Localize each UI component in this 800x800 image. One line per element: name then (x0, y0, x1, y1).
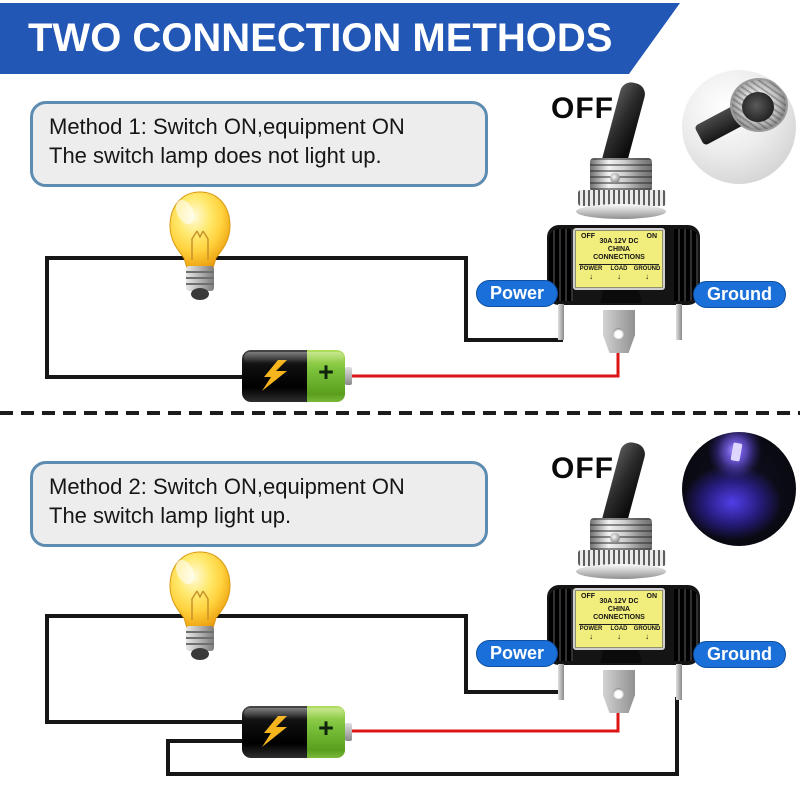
battery-positive-body (307, 706, 345, 758)
switch-neck-screw-dot (610, 533, 620, 543)
battery-terminal-nub (345, 367, 352, 385)
power-terminal-pin (558, 664, 564, 700)
switch-photo-inset (682, 70, 796, 184)
power-pill: Power (476, 640, 559, 667)
label-terminal-load: LOAD (610, 266, 628, 273)
bulb-filament (191, 590, 209, 620)
label-on-text: ON (646, 593, 658, 600)
wire-battery-positive-to-load-1 (346, 349, 620, 378)
label-terminal-ground: GROUND (633, 266, 661, 273)
label-rating-text: 30A 12V DC (599, 238, 639, 245)
method2-note-box: Method 2: Switch ON,equipment ON The swi… (30, 461, 488, 547)
load-terminal-hole (613, 688, 624, 699)
switch-mount-tab (600, 650, 642, 663)
down-arrow-icon: ↓ (617, 271, 621, 281)
battery-sheen (244, 352, 344, 363)
switch-label-frame: OFF ON 30A 12V DC CHINA CONNECTIONS POWE… (573, 588, 665, 650)
section-divider (0, 411, 800, 415)
header-banner: TWO CONNECTION METHODS (0, 3, 680, 74)
ground-terminal-pin (676, 664, 682, 700)
lightning-bolt-shape (262, 360, 287, 391)
battery-plus-sign: + (318, 713, 334, 743)
label-rating-text: 30A 12V DC (599, 598, 639, 605)
bulb-highlight (175, 559, 195, 585)
label-terminal-power: POWER (579, 626, 603, 633)
page-title: TWO CONNECTION METHODS (28, 16, 613, 60)
ground-pill: Ground (693, 281, 786, 308)
bulb-contact-tip (191, 648, 209, 660)
label-brand-line1: CHINA (607, 246, 631, 254)
label-divider-line (579, 264, 659, 266)
power-terminal-pin (558, 304, 564, 340)
toggle-switch: OFF ON 30A 12V DC CHINA CONNECTIONS POWE… (540, 78, 705, 360)
lightning-icon (262, 360, 287, 391)
power-pill: Power (476, 280, 559, 307)
switch-spec-label: OFF ON 30A 12V DC CHINA CONNECTIONS POWE… (575, 590, 663, 648)
method1-note-line1: Method 1: Switch ON,equipment ON (49, 114, 405, 139)
label-off-text: OFF (581, 593, 595, 600)
battery-icon: + (242, 706, 352, 758)
battery-positive-body (307, 350, 345, 402)
battery-plus-sign: + (318, 357, 334, 387)
label-terminal-ground: GROUND (633, 626, 661, 633)
label-brand-line2: CONNECTIONS (593, 614, 645, 622)
method2-note-line1: Method 2: Switch ON,equipment ON (49, 474, 405, 499)
bulb-filament (191, 230, 209, 260)
switch-knurled-nut (578, 550, 666, 566)
wire-bulb-to-power-terminal-1 (45, 256, 563, 342)
switch-threaded-neck (590, 158, 652, 192)
label-brand-line2: CONNECTIONS (593, 254, 645, 262)
battery-sheen (244, 708, 344, 719)
blue-led-icon (730, 442, 743, 462)
label-terminal-power: POWER (579, 266, 603, 273)
switch-washer (576, 204, 666, 219)
label-off-text: OFF (581, 233, 595, 240)
ground-terminal-pin (676, 304, 682, 340)
ground-pill: Ground (693, 641, 786, 668)
bulb-contact-tip (191, 288, 209, 300)
down-arrow-icon: ↓ (645, 631, 649, 641)
load-terminal-hole (613, 328, 624, 339)
led-glow-photo-inset (682, 432, 796, 546)
label-brand-line1: CHINA (607, 606, 631, 614)
bulb-highlight (175, 199, 195, 225)
light-bulb-icon (169, 191, 231, 300)
switch-mount-tab (600, 290, 642, 303)
wire-bulb-to-power-terminal-2 (45, 614, 563, 694)
down-arrow-icon: ↓ (645, 271, 649, 281)
light-bulb-icon (169, 551, 231, 660)
wire-bulb-to-battery-negative-2 (45, 614, 245, 724)
wire-battery-negative-to-ground-2 (166, 697, 679, 776)
lightning-bolt-shape (262, 716, 287, 747)
photo-collar-opening (742, 92, 774, 122)
switch-state-label: OFF (551, 452, 614, 485)
down-arrow-icon: ↓ (589, 271, 593, 281)
label-on-text: ON (646, 233, 658, 240)
switch-knurled-nut (578, 190, 666, 206)
down-arrow-icon: ↓ (589, 631, 593, 641)
toggle-switch: OFF ON 30A 12V DC CHINA CONNECTIONS POWE… (540, 438, 705, 720)
battery-terminal-nub (345, 723, 352, 741)
bulb-base-ridges (186, 271, 214, 285)
switch-state-label: OFF (551, 92, 614, 125)
bulb-base-ridges (186, 631, 214, 645)
lightning-icon (262, 716, 287, 747)
switch-spec-label: OFF ON 30A 12V DC CHINA CONNECTIONS POWE… (575, 230, 663, 288)
switch-label-frame: OFF ON 30A 12V DC CHINA CONNECTIONS POWE… (573, 228, 665, 290)
switch-washer (576, 564, 666, 579)
label-divider-line (579, 624, 659, 626)
wire-bulb-to-battery-negative-1 (45, 256, 245, 379)
down-arrow-icon: ↓ (617, 631, 621, 641)
method2-note-line2: The switch lamp light up. (49, 503, 292, 529)
battery-icon: + (242, 350, 352, 402)
label-terminal-load: LOAD (610, 626, 628, 633)
method1-note-line2: The switch lamp does not light up. (49, 143, 382, 169)
switch-threaded-neck (590, 518, 652, 552)
method1-note-box: Method 1: Switch ON,equipment ON The swi… (30, 101, 488, 187)
switch-neck-screw-dot (610, 173, 620, 183)
